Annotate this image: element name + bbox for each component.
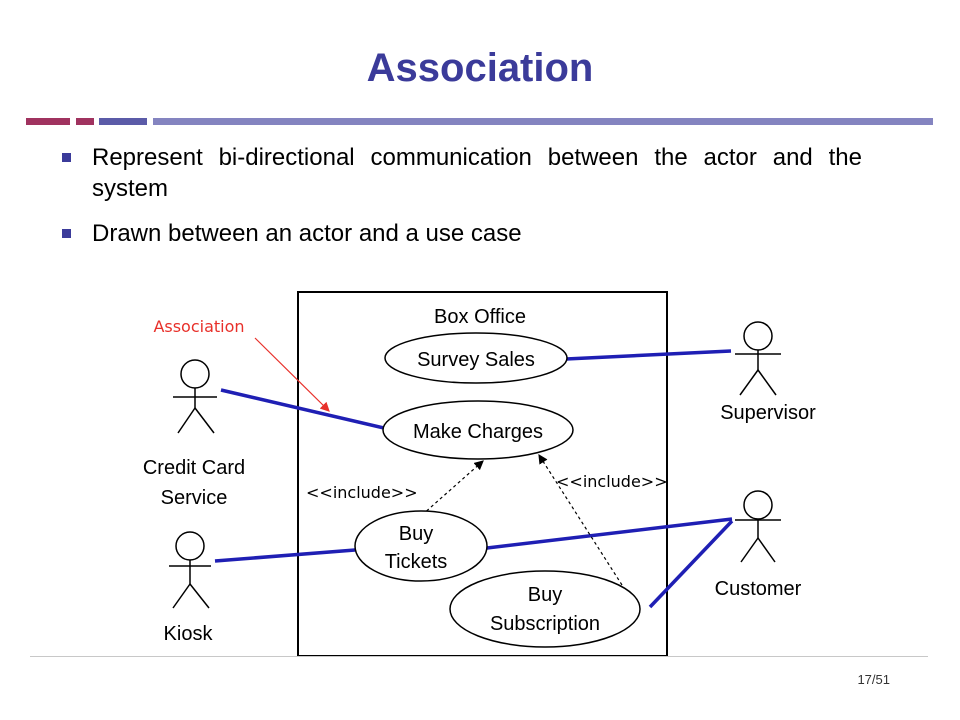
actor-label: Kiosk [164,623,214,645]
use-case-make-charges [382,400,574,460]
include-arrow-buy-tickets [421,460,484,516]
bullet-text: Drawn between an actor and a use case [92,220,522,247]
use-case-label: Survey Sales [417,349,535,371]
footer-divider [30,656,928,657]
use-case-buy-subscription [449,570,641,648]
bullet-item: Represent bi-directional communication b… [62,142,862,204]
bullet-list: Represent bi-directional communication b… [62,142,862,263]
association-line-credit-card [220,388,385,430]
actor-customer-figure [735,490,781,563]
actor-supervisor-figure [735,321,781,396]
association-line-supervisor [565,349,732,361]
system-name: Box Office [434,306,526,328]
title-rule-segment-1 [26,118,70,125]
title-rule-segment-3 [99,118,147,125]
actor-label: Supervisor [720,402,816,424]
page-number: 17/51 [857,672,890,687]
association-line-customer-subscription [648,519,734,609]
association-line-customer-tickets [486,517,733,550]
include-label: <<include>> [556,472,668,491]
title-rule-segment-2 [76,118,94,125]
use-case-buy-tickets [354,510,488,582]
include-arrow-buy-subscription [538,453,623,586]
actor-credit-card-service-figure [173,359,217,434]
association-annotation: Association [153,317,244,336]
bullet-square-icon [62,153,71,162]
use-case-survey-sales [384,332,568,384]
annotation-pointer-arrow [254,337,330,412]
bullet-text: Represent bi-directional communication b… [92,144,862,202]
use-case-label: Make Charges [413,421,543,443]
association-line-kiosk [214,548,356,563]
slide-title: Association [366,46,594,90]
include-label: <<include>> [306,483,418,502]
bullet-item: Drawn between an actor and a use case [62,218,862,249]
bullet-square-icon [62,229,71,238]
actor-label: Customer [715,578,802,600]
actor-kiosk-figure [169,531,211,609]
title-rule-segment-4 [153,118,933,125]
